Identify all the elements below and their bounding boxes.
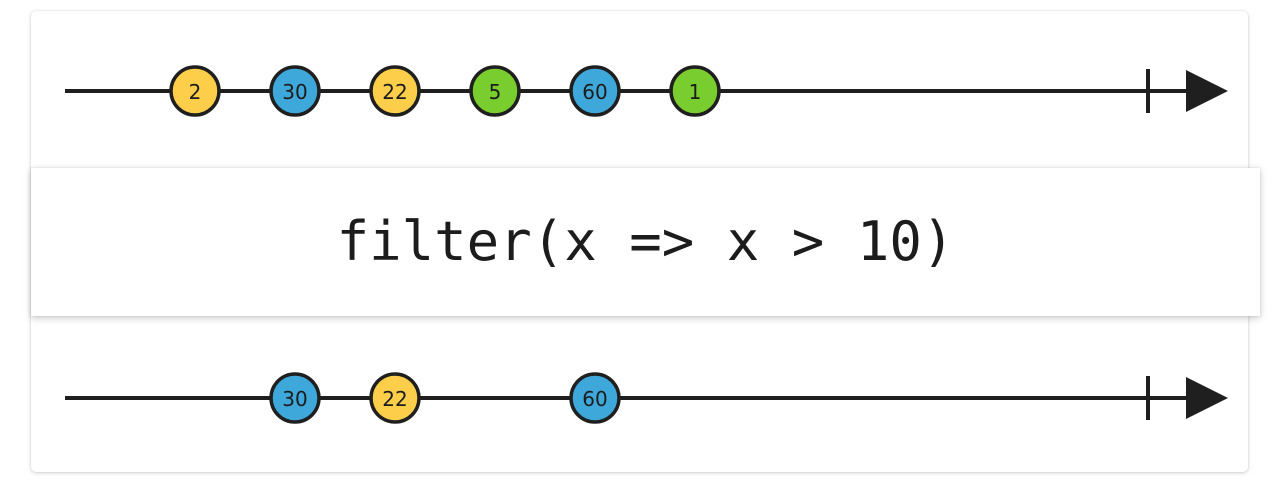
operator-label: filter(x => x > 10)	[336, 210, 955, 273]
operator-panel: filter(x => x > 10)	[31, 168, 1260, 316]
